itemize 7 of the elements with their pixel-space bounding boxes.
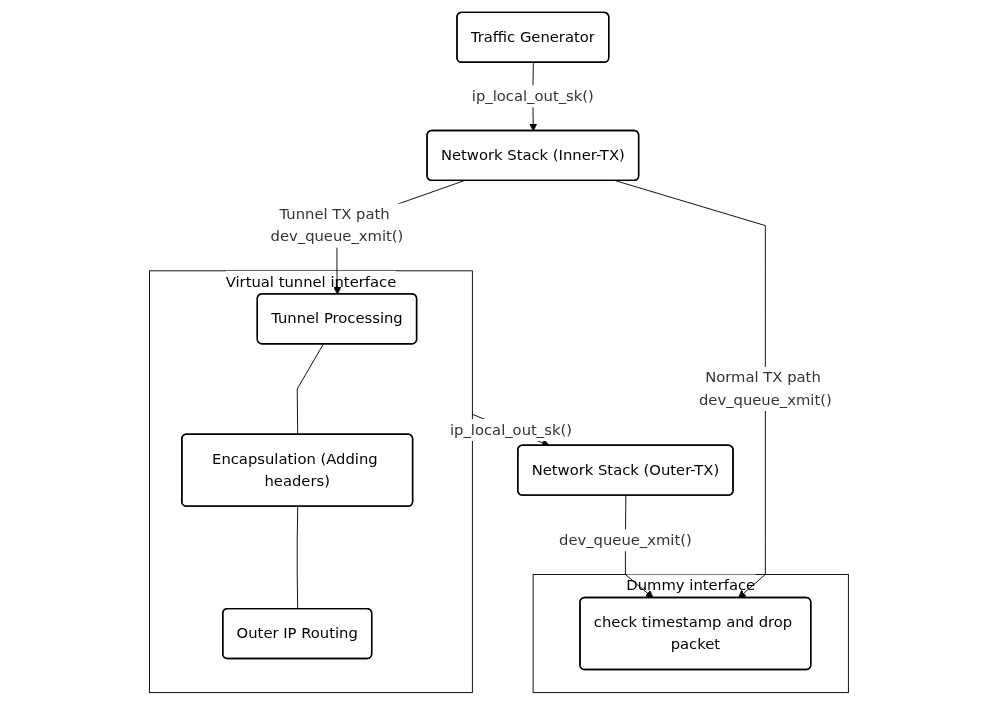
edge-label: ip_local_out_sk() [471,87,594,105]
connector [296,506,299,610]
edge-label: Tunnel TX path dev_queue_xmit() [270,205,404,245]
edge-label: dev_queue_xmit() [558,531,692,549]
connector [296,343,324,436]
edge-label: ip_local_out_sk() [449,420,572,439]
edge-label: Normal TX path dev_queue_xmit() [698,368,832,409]
